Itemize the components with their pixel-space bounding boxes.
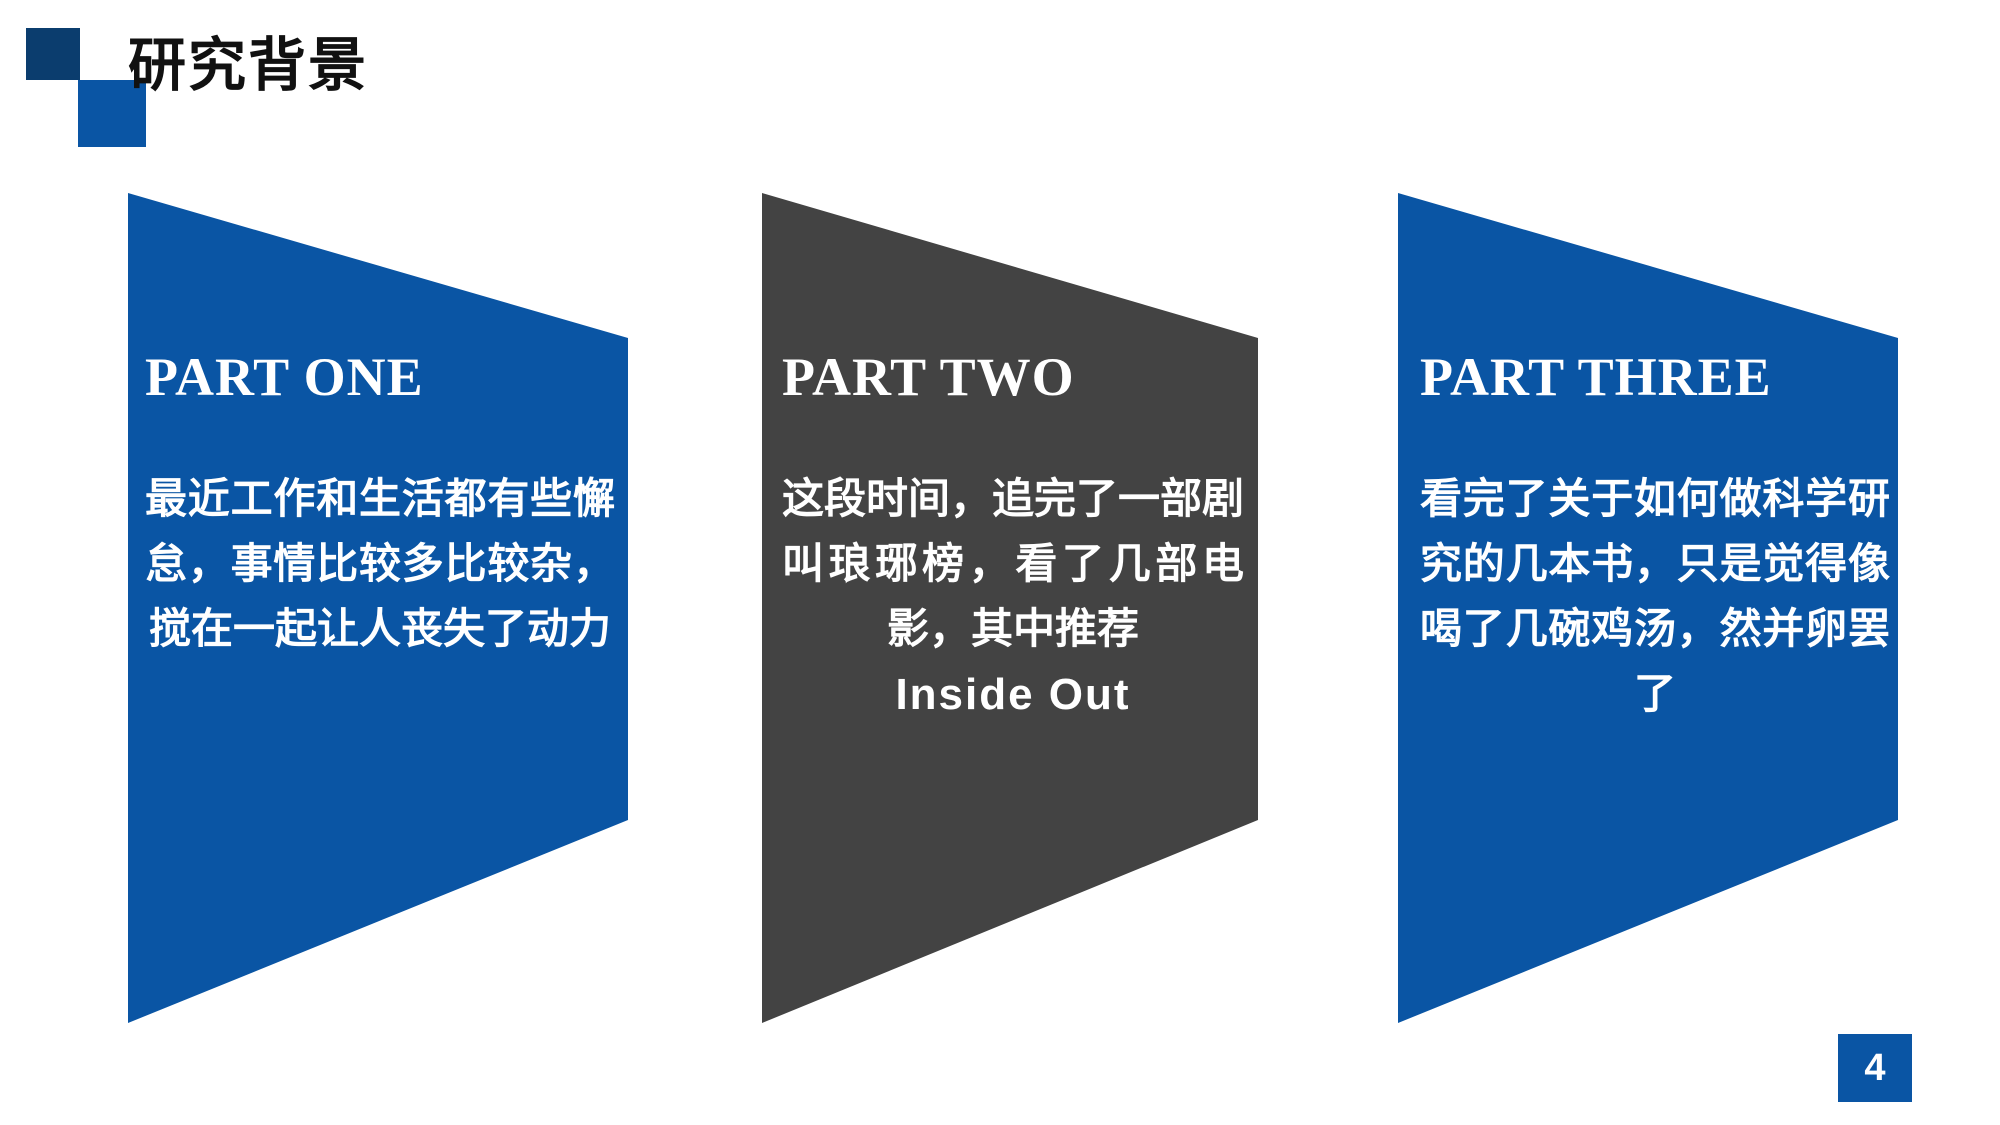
panel-three-text: 看完了关于如何做科学研究的几本书，只是觉得像喝了几碗鸡汤，然并卵罢了 <box>1420 474 1890 719</box>
header-square-blue-icon <box>78 80 146 147</box>
panel-two-movie-title: Inside Out <box>895 670 1131 720</box>
panel-three-label: PART THREE <box>1420 347 1772 407</box>
slide-header: 研究背景 <box>0 0 2000 150</box>
page-number-badge: 4 <box>1838 1034 1912 1102</box>
panel-three-content: PART THREE 看完了关于如何做科学研究的几本书，只是觉得像喝了几碗鸡汤，… <box>1420 350 1890 726</box>
header-square-dark-icon <box>26 28 80 80</box>
page-title: 研究背景 <box>128 31 369 99</box>
panel-one-label: PART ONE <box>145 347 424 407</box>
panel-two-content: PART TWO 这段时间，追完了一部剧叫琅琊榜，看了几部电影，其中推荐 Ins… <box>782 350 1244 729</box>
panel-two-label: PART TWO <box>782 347 1075 407</box>
panel-two-text: 这段时间，追完了一部剧叫琅琊榜，看了几部电影，其中推荐 <box>782 474 1245 654</box>
panel-one-content: PART ONE 最近工作和生活都有些懈怠，事情比较多比较杂，搅在一起让人丧失了… <box>145 350 615 661</box>
panel-one-text: 最近工作和生活都有些懈怠，事情比较多比较杂，搅在一起让人丧失了动力 <box>145 474 615 654</box>
